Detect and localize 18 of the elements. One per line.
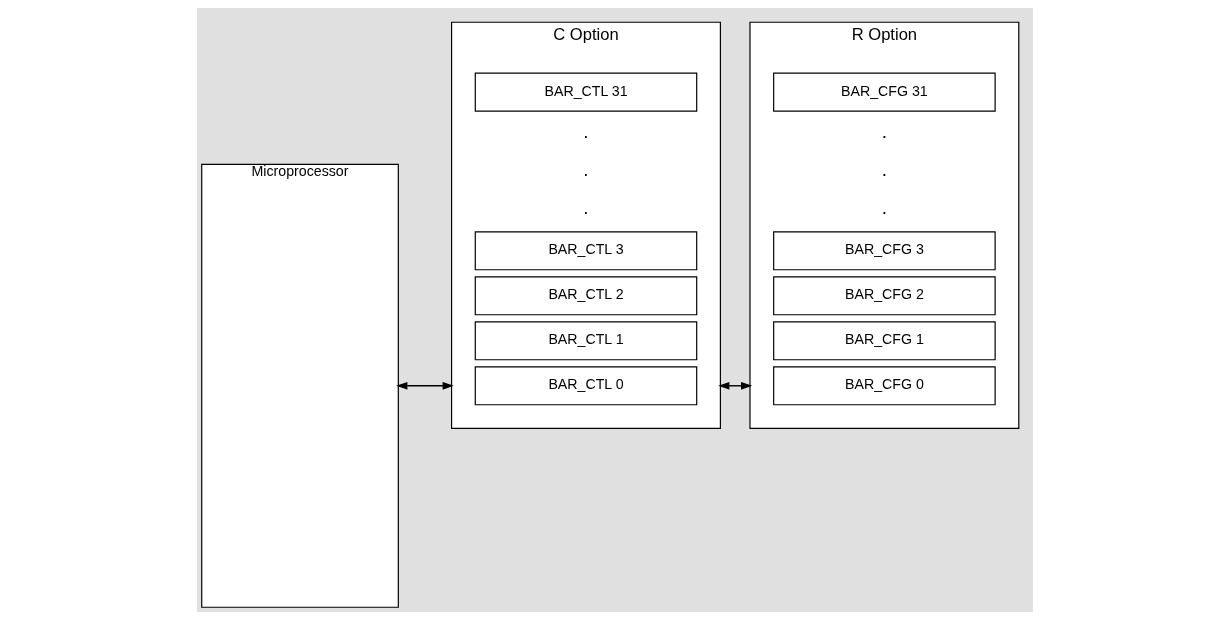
label: . xyxy=(881,121,888,143)
label: . xyxy=(583,121,589,143)
label: . xyxy=(583,158,589,180)
node-box: BAR_CFG 2 xyxy=(773,276,996,316)
label: . xyxy=(881,158,888,180)
node-box: BAR_CFG 3 xyxy=(773,231,996,271)
node-box: BAR_CTL 3 xyxy=(474,231,698,271)
label: . xyxy=(881,196,888,218)
node-box: BAR_CFG 0 xyxy=(773,366,996,406)
node-box: BAR_CTL 0 xyxy=(474,366,698,406)
node-box: BAR_CFG 31 xyxy=(773,72,996,112)
label: . xyxy=(583,196,589,218)
node-box: Microprocessor xyxy=(201,163,399,608)
node-box: BAR_CTL 1 xyxy=(474,321,698,361)
node-box: BAR_CTL 2 xyxy=(474,276,698,316)
node-box: BAR_CTL 31 xyxy=(474,72,698,112)
node-box: BAR_CFG 1 xyxy=(773,321,996,361)
arrow xyxy=(396,381,454,390)
